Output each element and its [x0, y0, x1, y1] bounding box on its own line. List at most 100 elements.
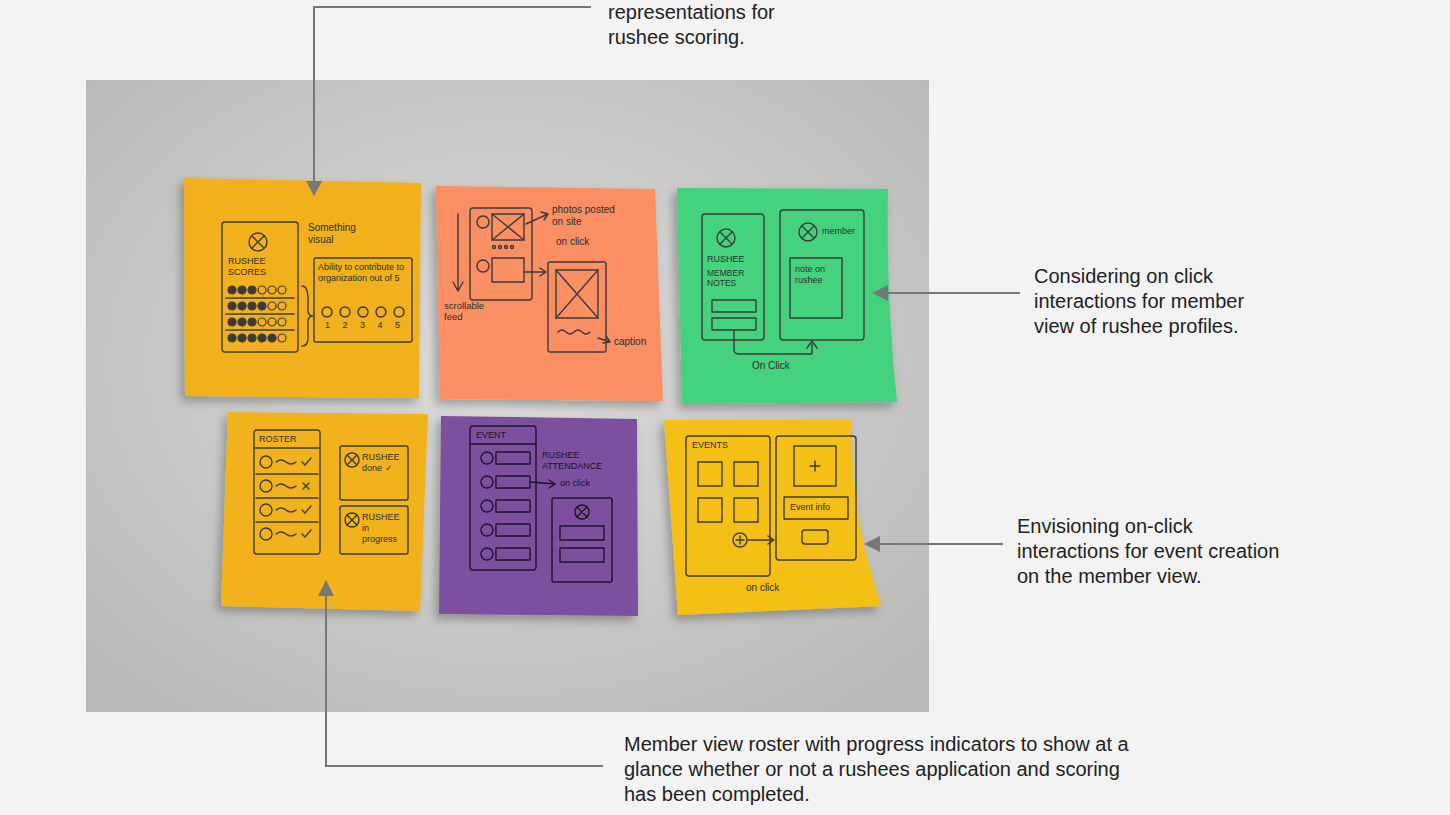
pencil-sketch	[790, 258, 842, 318]
pencil-sketch	[511, 246, 514, 249]
score-dot	[228, 286, 286, 342]
sketch-note: scrollable feed	[444, 300, 498, 323]
score-dot	[268, 302, 276, 310]
pencil-sketch	[260, 528, 272, 540]
pencil-sketch	[734, 462, 758, 486]
callout-text: representations for rushee scoring.	[608, 0, 813, 50]
pencil-sketch	[260, 504, 272, 516]
score-dot	[248, 286, 256, 294]
sticky-note: EVENTSEvent infoon click	[663, 418, 882, 616]
pencil-sketch	[470, 426, 612, 582]
pencil-sketch	[302, 458, 311, 537]
pencil-sketch	[453, 208, 610, 352]
pencil-sketch	[686, 436, 856, 576]
pencil-sketch	[496, 500, 530, 512]
score-dot	[268, 318, 276, 326]
sticky-paper	[184, 178, 421, 398]
sticky-paper	[436, 186, 663, 401]
leader-line	[879, 543, 1003, 545]
pencil-sketch	[526, 212, 548, 224]
score-dot	[228, 302, 236, 310]
pencil-sketch	[702, 210, 864, 354]
pencil-sketch	[531, 480, 555, 488]
pencil-sketch	[226, 298, 294, 330]
score-dot	[228, 286, 236, 294]
score-dot	[258, 334, 266, 342]
pencil-sketch	[734, 330, 817, 354]
leader-line	[314, 7, 591, 182]
score-dot	[278, 286, 286, 294]
pencil-sketch	[736, 536, 744, 544]
pencil-sketch	[340, 446, 408, 500]
pencil-sketch	[552, 498, 612, 582]
pencil-sketch	[698, 462, 722, 486]
pencil-sketch	[481, 452, 493, 464]
pencil-sketch	[560, 548, 604, 562]
sketch-note: RUSHEE in progress	[362, 512, 406, 544]
score-dot	[258, 318, 266, 326]
pencil-sketch	[784, 497, 848, 519]
pencil-sketch	[698, 498, 722, 522]
sketch-note: on click	[746, 582, 796, 594]
pencil-sketch	[252, 236, 264, 248]
sketch-note: RUSHEE done ✓	[362, 452, 406, 474]
pencil-sketch	[340, 307, 350, 317]
score-dot	[268, 286, 276, 294]
pencil-sketch	[558, 330, 590, 334]
sketch-note: 1 2 3 4 5	[325, 320, 415, 331]
score-dot	[278, 302, 286, 310]
sketch-note: RUSHEE	[707, 254, 761, 265]
pencil-sketch	[254, 447, 320, 448]
callout-text: Envisioning on-click interactions for ev…	[1017, 514, 1287, 589]
score-dot	[228, 318, 236, 326]
sketch-note: caption	[614, 336, 658, 348]
sketch-note: Something visual	[308, 222, 368, 246]
pencil-sketch	[302, 286, 313, 346]
sketch-note: member	[822, 226, 862, 237]
leader-line	[314, 7, 1020, 766]
pencil-sketch	[481, 548, 493, 560]
pencil-sketch	[524, 268, 546, 276]
pencil-sketch	[734, 498, 758, 522]
sticky-note: Something visualRUSHEE SCORESAbility to …	[183, 176, 421, 398]
score-dot	[228, 334, 236, 342]
pencil-sketch	[358, 307, 368, 317]
pencil-sketch	[712, 300, 756, 312]
pencil-sketch	[556, 270, 598, 318]
sketch-note: on click	[556, 236, 616, 248]
sticky-note: ROSTER RUSHEE done ✓ RUSHEE in progress	[220, 411, 428, 611]
sketch-note: RUSHEE ATTENDANCE	[542, 450, 626, 472]
pencil-sketch	[496, 452, 530, 464]
pencil-sketch	[712, 318, 756, 330]
score-dot	[238, 334, 246, 342]
pencil-sketch	[345, 513, 359, 527]
pencil-sketch	[477, 260, 489, 272]
pencil-sketch	[340, 506, 408, 554]
score-dot	[238, 286, 246, 294]
pencil-sketch	[492, 258, 524, 282]
pencil-sketch	[260, 480, 272, 492]
pencil-sketch	[720, 232, 732, 244]
pencil-sketch	[222, 222, 412, 352]
pencil-sketch	[481, 500, 493, 512]
pencil-sketch	[548, 262, 606, 352]
sketch-note: RUSHEE SCORES	[228, 256, 292, 278]
pencil-sketch	[322, 307, 332, 317]
pencil-sketch	[577, 507, 587, 517]
pencil-sketch	[481, 524, 493, 536]
sticky-paper	[677, 188, 897, 404]
sketch-note: ROSTER	[259, 434, 315, 445]
pencil-sketch	[260, 456, 272, 468]
pencil-sketch	[598, 336, 610, 343]
pencil-sketch	[347, 515, 357, 525]
leader-line	[888, 292, 1020, 294]
leader-arrowhead	[306, 181, 888, 596]
leader-arrowhead	[318, 580, 334, 596]
pencil-sketch	[496, 548, 530, 560]
pencil-sketch	[702, 214, 764, 340]
wall-photo	[86, 80, 929, 712]
score-dot	[248, 334, 256, 342]
sticky-note: photos posted on siteon clickscrollable …	[436, 185, 663, 402]
